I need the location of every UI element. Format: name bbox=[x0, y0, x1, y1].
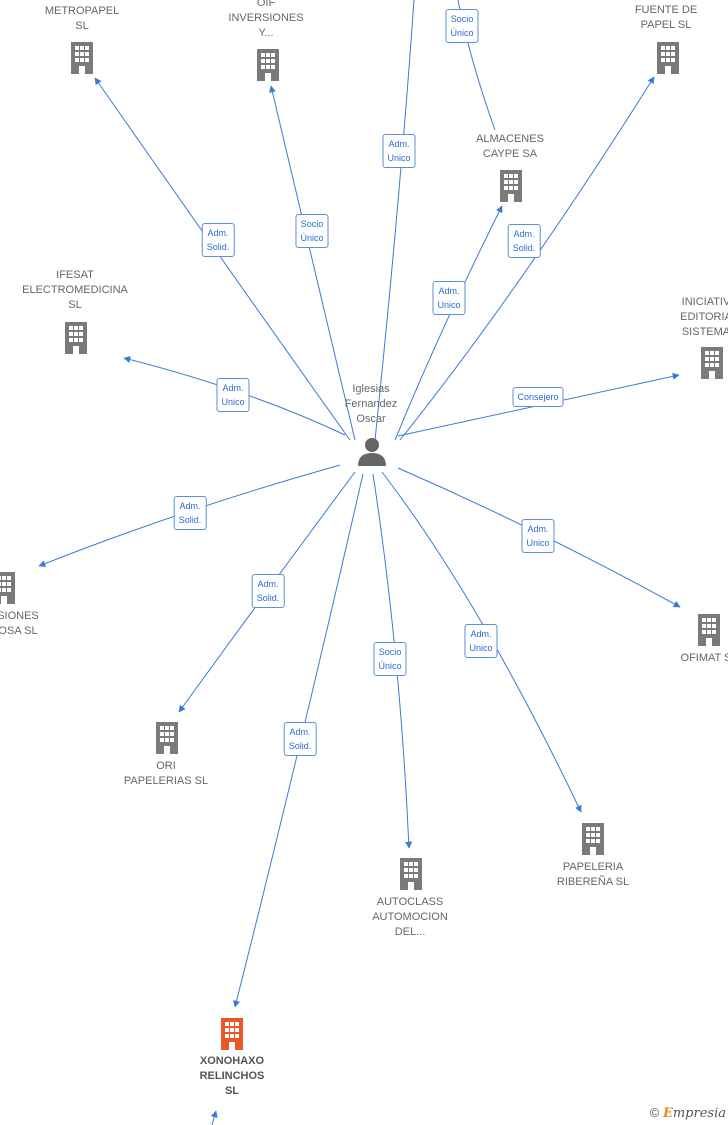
company-label-ori[interactable]: ORI PAPELERIAS SL bbox=[123, 760, 209, 787]
building-icon[interactable] bbox=[698, 614, 720, 646]
edge-label-xonohaxo[interactable]: Adm. Solid. bbox=[283, 722, 317, 756]
building-icon[interactable] bbox=[65, 322, 87, 354]
company-label-ifesat[interactable]: IFESAT ELECTROMEDICINA SL bbox=[22, 269, 128, 311]
edge-line bbox=[399, 76, 655, 441]
edge-label-socio-top[interactable]: Socio Único bbox=[445, 9, 479, 43]
building-icon[interactable] bbox=[71, 42, 93, 74]
building-icon[interactable] bbox=[156, 722, 178, 754]
edge-label-papeleria[interactable]: Adm. Unico bbox=[464, 624, 498, 658]
copyright-mark: © Empresia bbox=[650, 1105, 726, 1121]
edge-label-iniciativas[interactable]: Consejero bbox=[512, 387, 564, 407]
company-label-oif[interactable]: OIF INVERSIONES Y... bbox=[228, 0, 304, 39]
building-icon[interactable] bbox=[500, 170, 522, 202]
building-icon[interactable] bbox=[257, 49, 279, 81]
edge-label-siones[interactable]: Adm. Solid. bbox=[173, 496, 207, 530]
building-icon[interactable] bbox=[582, 823, 604, 855]
edge-line bbox=[374, 0, 415, 441]
company-label-ofimat[interactable]: OFIMAT S bbox=[680, 652, 728, 664]
company-label-fuente[interactable]: FUENTE DE PAPEL SL bbox=[634, 4, 698, 31]
brand-logo[interactable]: Empresia bbox=[662, 1106, 726, 1121]
company-label-autoclass[interactable]: AUTOCLASS AUTOMOCION DEL... bbox=[372, 896, 448, 938]
person-icon bbox=[358, 438, 386, 466]
company-label-iniciativas[interactable]: INICIATIV EDITORIA SISTEMA bbox=[680, 296, 728, 338]
building-icon[interactable] bbox=[701, 347, 723, 379]
edge-line bbox=[269, 85, 356, 441]
edge-line bbox=[210, 1110, 218, 1125]
company-label-papeleria[interactable]: PAPELERIA RIBEREÑA SL bbox=[556, 861, 630, 888]
company-label-metropapel[interactable]: METROPAPEL SL bbox=[44, 5, 120, 32]
building-icon[interactable] bbox=[657, 42, 679, 74]
edge-label-top[interactable]: Adm. Unico bbox=[382, 134, 416, 168]
building-icon[interactable] bbox=[221, 1018, 243, 1050]
edge-label-ifesat[interactable]: Adm. Unico bbox=[216, 378, 250, 412]
building-icon[interactable] bbox=[400, 858, 422, 890]
company-label-xonohaxo[interactable]: XONOHAXO RELINCHOS SL bbox=[199, 1055, 265, 1097]
company-label-almacenes[interactable]: ALMACENES CAYPE SA bbox=[476, 133, 544, 160]
copyright-symbol: © bbox=[649, 1105, 660, 1120]
edge-label-oif[interactable]: Socio Único bbox=[295, 214, 329, 248]
edge-label-autoclass[interactable]: Socio Único bbox=[373, 642, 407, 676]
edge-label-fuente[interactable]: Adm. Solid. bbox=[507, 224, 541, 258]
building-icon[interactable] bbox=[0, 572, 15, 604]
edge-label-almacenes[interactable]: Adm. Unico bbox=[432, 281, 466, 315]
company-label-siones[interactable]: SIONES OSA SL bbox=[0, 610, 39, 637]
edge-line bbox=[94, 77, 351, 441]
edge-line bbox=[381, 471, 582, 813]
edge-label-metropapel[interactable]: Adm. Solid. bbox=[201, 223, 235, 257]
edge-line bbox=[394, 205, 503, 441]
edge-label-ofimat[interactable]: Adm. Unico bbox=[521, 519, 555, 553]
edge-label-ori[interactable]: Adm. Solid. bbox=[251, 574, 285, 608]
center-person-label[interactable]: Iglesias Fernandez Oscar bbox=[344, 383, 398, 425]
